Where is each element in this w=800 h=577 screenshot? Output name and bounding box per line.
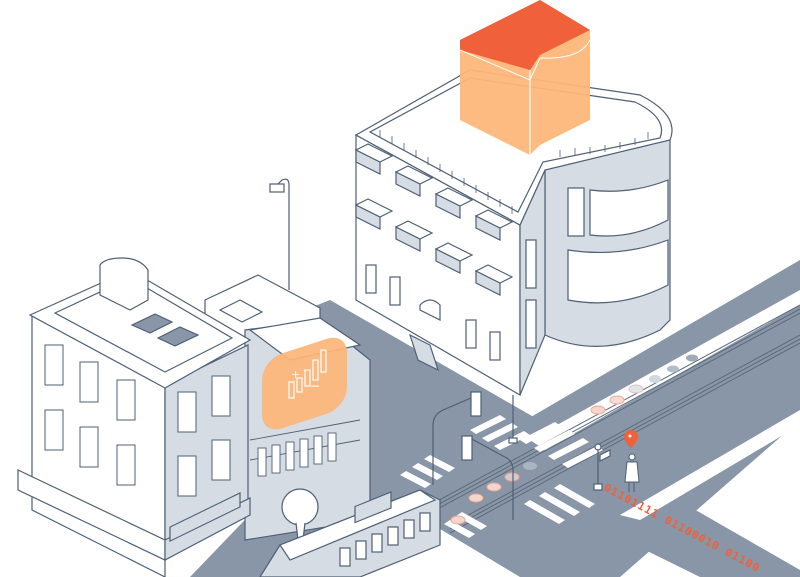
billboard-plus: + <box>291 368 300 381</box>
rooftop-highlight-block <box>459 0 591 155</box>
round-corner-building <box>354 69 673 397</box>
solar-panel-icon <box>130 313 200 347</box>
rooftop-access <box>99 257 149 311</box>
traffic-light-icon <box>432 391 518 520</box>
billboard-chart-sign: + − <box>262 337 347 430</box>
entrance-stairs <box>408 333 440 372</box>
tram-icon <box>259 489 441 577</box>
corner-building-left <box>17 257 252 577</box>
street-sign-icon <box>593 443 611 491</box>
awning-windows <box>354 143 514 296</box>
billboard-minus: − <box>310 379 320 393</box>
pedestrian-icon <box>624 453 640 492</box>
street-lamp <box>269 178 290 290</box>
location-pin-icon <box>624 430 638 448</box>
sensor-dots <box>450 354 698 525</box>
